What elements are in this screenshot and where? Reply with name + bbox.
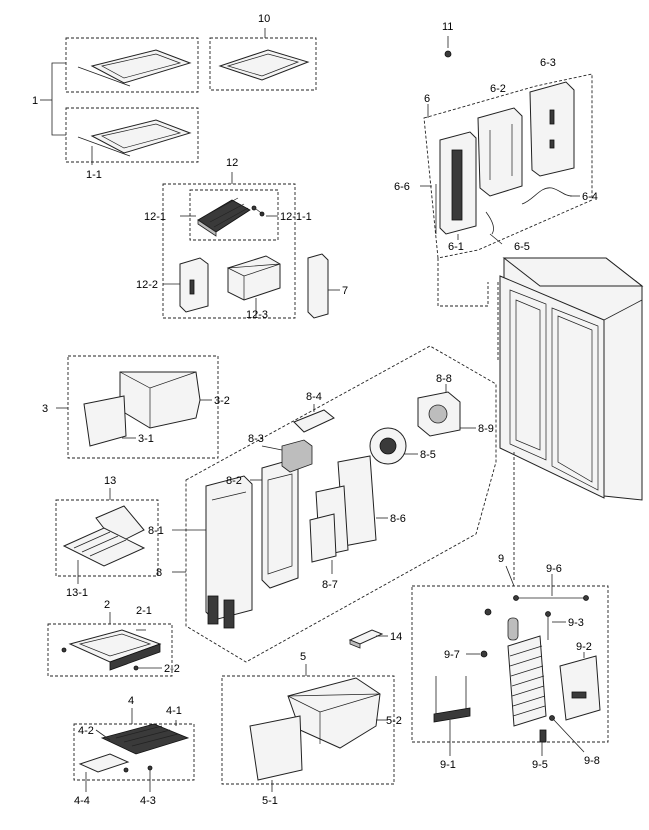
label-8-8: 8-8 [436, 373, 452, 385]
label-6-5: 6-5 [514, 241, 530, 253]
label-8-9: 8-9 [478, 423, 494, 435]
label-3-2: 3-2 [214, 395, 230, 407]
group-5-crisper [221, 664, 395, 792]
label-9-6: 9-6 [546, 563, 562, 575]
group-3-crisper [56, 355, 219, 459]
refrigerator-cabinet [497, 257, 644, 582]
group-8-fan-assembly [172, 345, 497, 663]
group-10-shelf [209, 28, 317, 91]
label-6-1: 6-1 [448, 241, 464, 253]
label-9-1: 9-1 [440, 759, 456, 771]
label-12-1: 12-1 [144, 211, 166, 223]
label-8-6: 8-6 [390, 513, 406, 525]
label-9-2: 9-2 [576, 641, 592, 653]
label-13: 13 [104, 475, 116, 487]
label-12-1-1: 12-1-1 [280, 211, 312, 223]
label-8-7: 8-7 [322, 579, 338, 591]
label-3: 3 [42, 403, 48, 415]
label-12: 12 [226, 157, 238, 169]
part-7-cover [307, 253, 340, 319]
label-13-1: 13-1 [66, 587, 88, 599]
label-6-2: 6-2 [490, 83, 506, 95]
label-2-2: 2-2 [164, 663, 180, 675]
group-9-condenser [411, 565, 609, 756]
group-12-ice-maker [162, 172, 296, 319]
label-2: 2 [104, 599, 110, 611]
label-4-1: 4-1 [166, 705, 182, 717]
label-8-4: 8-4 [306, 391, 322, 403]
group-4-tray [73, 708, 195, 792]
label-1-1: 1-1 [86, 169, 102, 181]
label-14: 14 [390, 631, 402, 643]
label-6: 6 [424, 93, 430, 105]
label-1: 1 [32, 95, 38, 107]
label-12-3: 12-3 [246, 309, 268, 321]
label-6-6: 6-6 [394, 181, 410, 193]
label-4: 4 [128, 695, 134, 707]
label-6-4: 6-4 [582, 191, 598, 203]
label-2-1: 2-1 [136, 605, 152, 617]
label-4-4: 4-4 [74, 795, 90, 807]
label-8-3: 8-3 [248, 433, 264, 445]
label-8-1: 8-1 [148, 525, 164, 537]
group-6-panels [420, 36, 593, 307]
label-9-3: 9-3 [568, 617, 584, 629]
group-1-shelves [40, 37, 199, 165]
label-3-1: 3-1 [138, 433, 154, 445]
label-10: 10 [258, 13, 270, 25]
label-5-2: 5-2 [386, 715, 402, 727]
label-6-3: 6-3 [540, 57, 556, 69]
label-8: 8 [156, 567, 162, 579]
label-9: 9 [498, 553, 504, 565]
part-14 [348, 629, 388, 649]
label-4-2: 4-2 [78, 725, 94, 737]
label-9-5: 9-5 [532, 759, 548, 771]
label-7: 7 [342, 285, 348, 297]
label-12-2: 12-2 [136, 279, 158, 291]
label-9-8: 9-8 [584, 755, 600, 767]
label-8-2: 8-2 [226, 475, 242, 487]
label-8-5: 8-5 [420, 449, 436, 461]
group-13-tray [55, 488, 159, 584]
label-9-7: 9-7 [444, 649, 460, 661]
label-5: 5 [300, 651, 306, 663]
label-11: 11 [442, 21, 453, 33]
group-2-shelf [47, 612, 173, 677]
label-4-3: 4-3 [140, 795, 156, 807]
label-5-1: 5-1 [262, 795, 278, 807]
